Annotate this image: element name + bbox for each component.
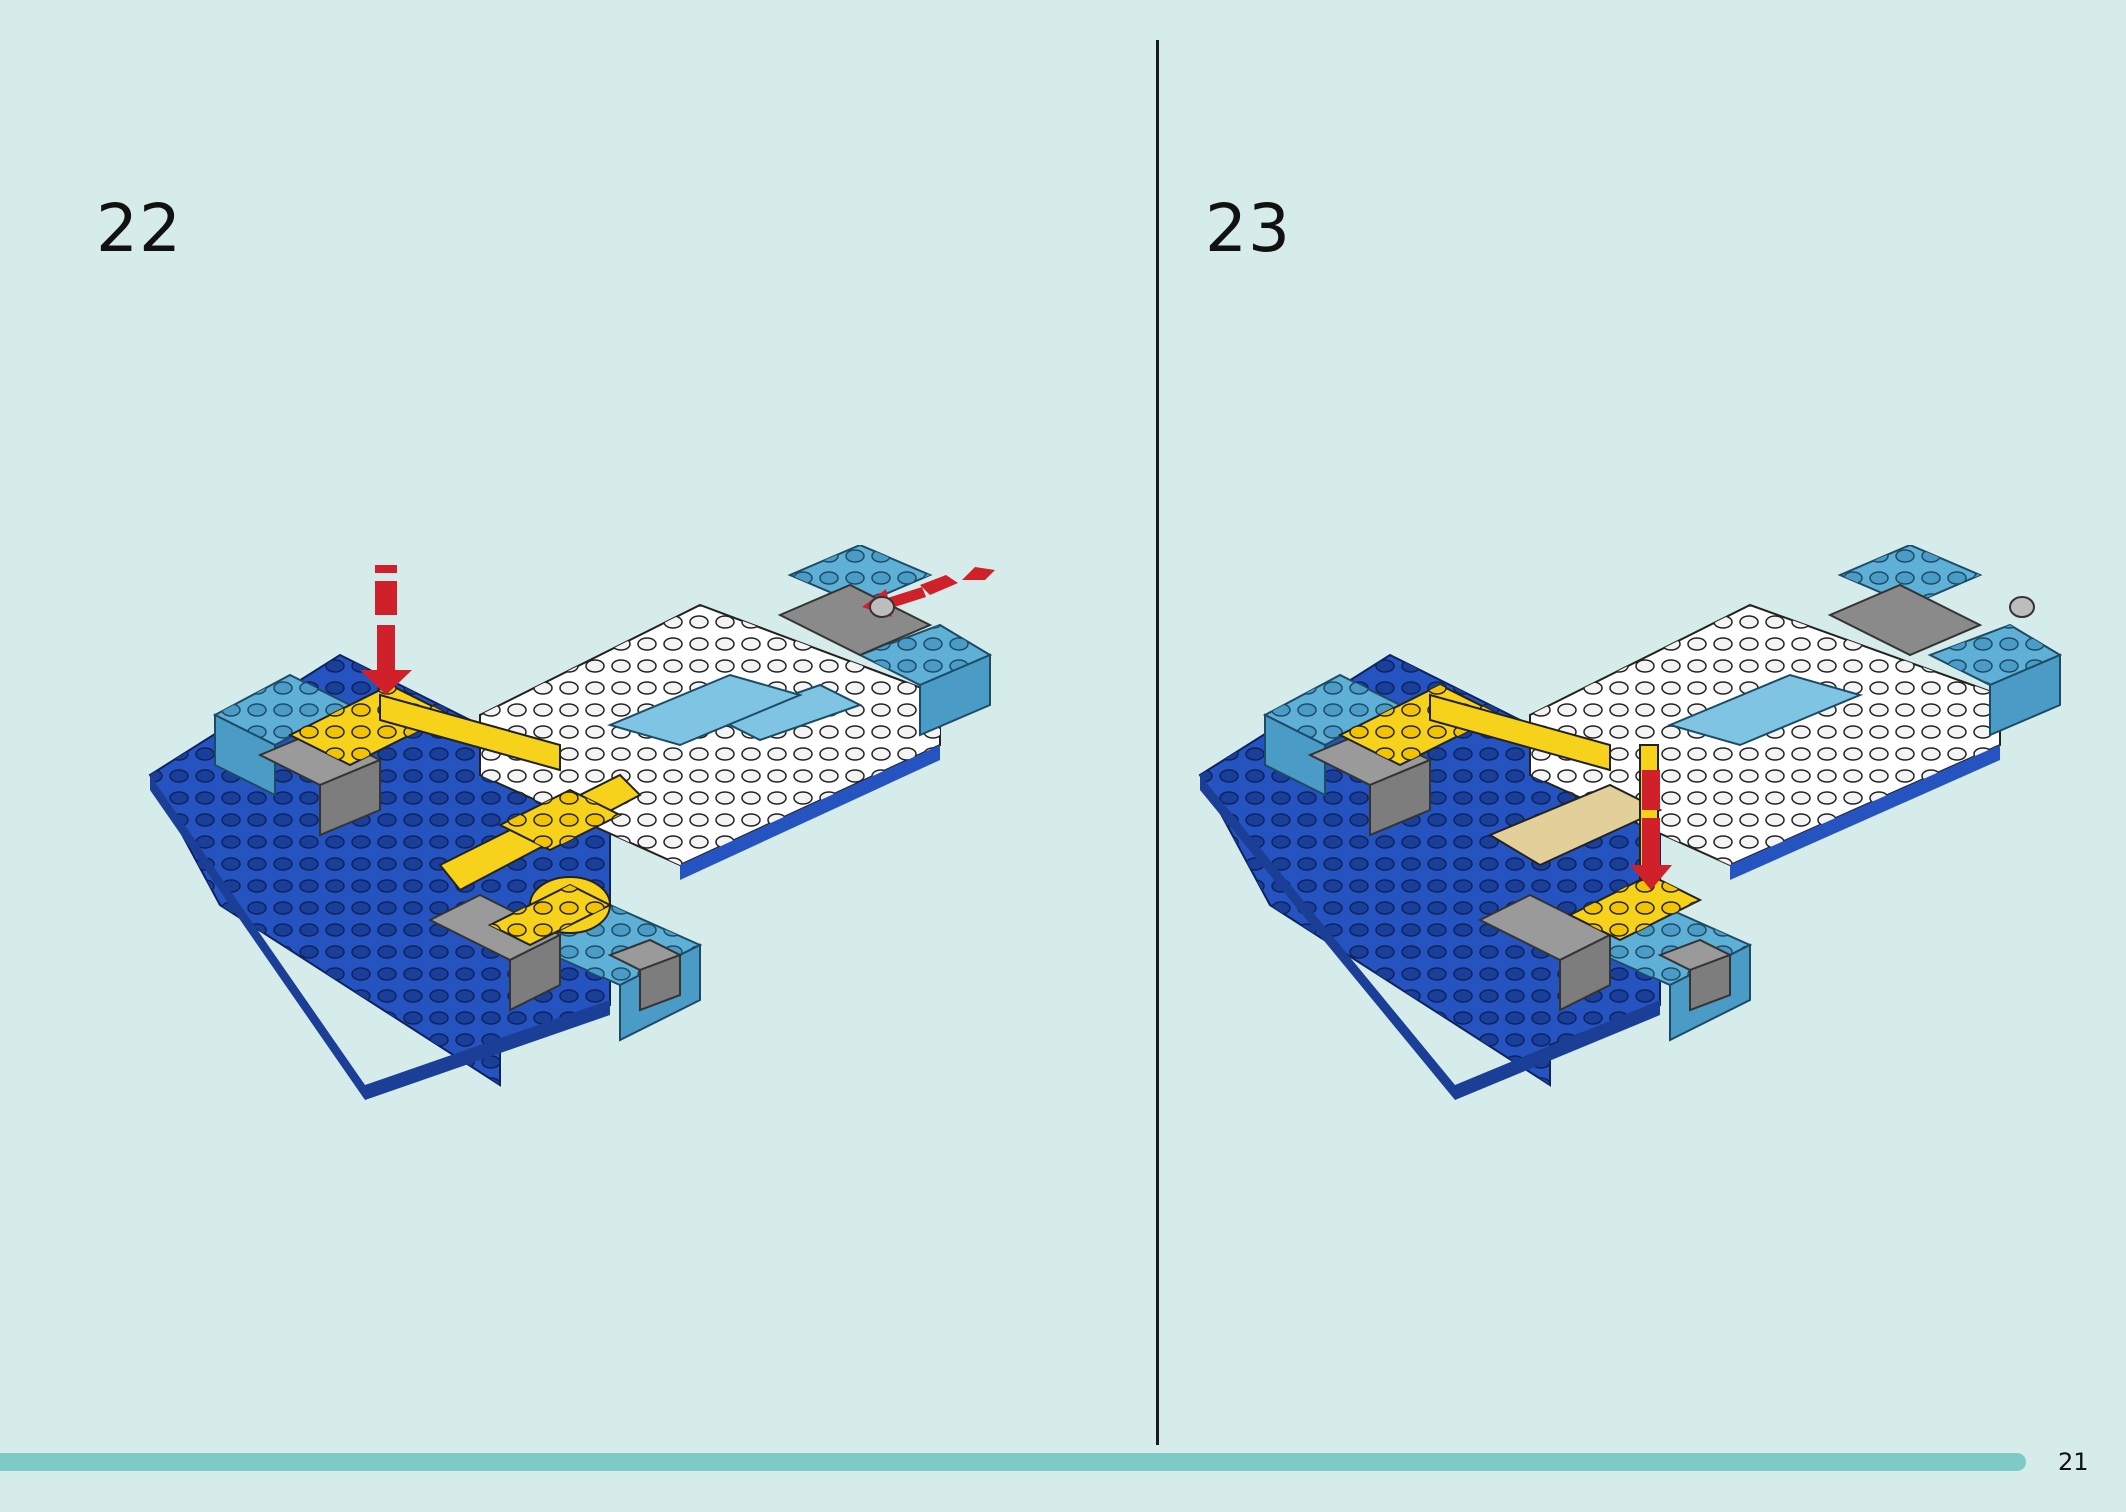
step-23-illustration [1198, 545, 2063, 1100]
progress-bar [0, 1453, 2026, 1471]
page-number: 21 [2058, 1448, 2089, 1476]
down-arrow-icon [1630, 770, 1672, 890]
panel-divider [1156, 40, 1159, 1445]
step-22-illustration [148, 545, 995, 1100]
light-blue-slope [1666, 673, 1864, 747]
down-arrow-icon [360, 565, 412, 695]
gray-bricks [1307, 583, 1983, 1012]
yellow-parts [1337, 683, 1703, 942]
light-blue-slope [606, 673, 804, 747]
light-blue-blocks [212, 545, 993, 1042]
step-23-number: 23 [1205, 190, 1291, 267]
step-22-number: 22 [96, 190, 182, 267]
yellow-parts [287, 683, 642, 947]
